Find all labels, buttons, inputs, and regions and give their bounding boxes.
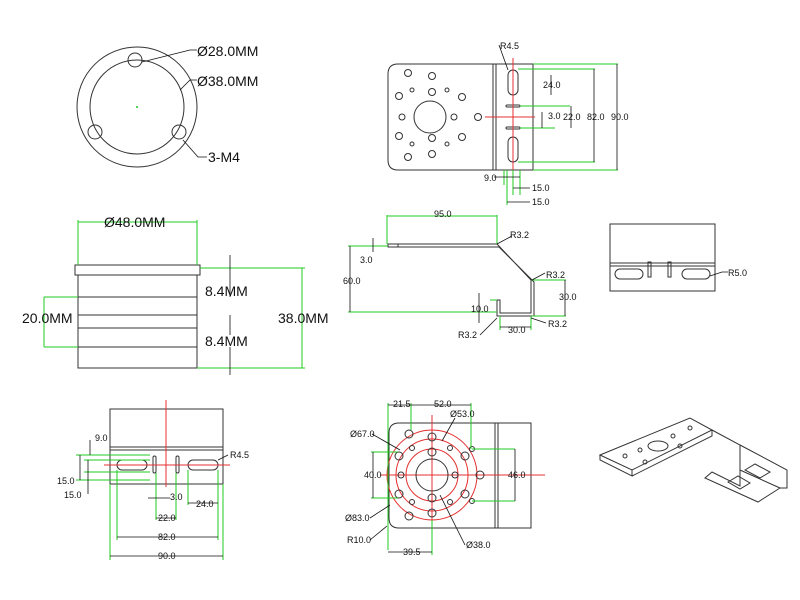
- front-edge-label: 9.0: [95, 433, 108, 443]
- bracket-plan-view: 21.5 52.0 Ø53.0 Ø67.0 40.0 46.0 Ø83.0 R1…: [345, 399, 545, 557]
- top-off2-label: 15.0: [532, 197, 550, 207]
- profile-length-label: 95.0: [434, 209, 452, 219]
- top-slot-label: 24.0: [543, 80, 561, 90]
- plan-h46-label: 46.0: [508, 470, 526, 480]
- profile-r3-label: R3.2: [458, 330, 477, 340]
- profile-tab-label: 10.0: [471, 304, 489, 314]
- top-radius-label: R4.5: [500, 41, 519, 51]
- front-off1-label: 15.0: [57, 476, 75, 486]
- end-radius-label: R5.0: [728, 268, 747, 278]
- plan-radius-label: R10.0: [347, 535, 371, 545]
- plan-d1-label: 21.5: [393, 399, 411, 409]
- front-outer-label: 90.0: [158, 551, 176, 561]
- profile-r2-label: R3.2: [546, 270, 565, 280]
- top-outer-label: 90.0: [611, 112, 629, 122]
- bracket-front-view: 9.0 15.0 15.0 R4.5 3.0 24.0 22.0 82.0 90…: [57, 400, 249, 561]
- profile-drop-label: 30.0: [559, 292, 577, 302]
- plan-h40-label: 40.0: [364, 470, 382, 480]
- front-inner-label: 82.0: [158, 532, 176, 542]
- profile-r1-label: R3.2: [510, 230, 529, 240]
- flange-top-view: Ø28.0MM Ø38.0MM 3-M4: [76, 43, 258, 168]
- profile-r4-label: R3.2: [548, 319, 567, 329]
- front-radius-label: R4.5: [230, 450, 249, 460]
- bracket-profile-view: 95.0 R3.2 3.0 60.0 R3.2 30.0 10.0 R3.2 3…: [343, 209, 577, 340]
- top-off1-label: 15.0: [532, 183, 550, 193]
- plan-d2-label: 52.0: [434, 399, 452, 409]
- plan-dia83-label: Ø83.0: [345, 513, 370, 523]
- bracket-top-view: R4.5 24.0 3.0 22.0 82.0 90.0 9.0 15.0 15…: [387, 41, 629, 207]
- plan-dia53-label: Ø53.0: [450, 409, 475, 419]
- bracket-isometric-view: [598, 417, 788, 503]
- inner-dia-label: Ø28.0MM: [197, 43, 258, 59]
- plan-dia67-label: Ø67.0: [350, 429, 375, 439]
- top-edge-label: 9.0: [484, 173, 497, 183]
- rib-top-label: 8.4MM: [205, 283, 248, 299]
- height-left-label: 20.0MM: [22, 310, 73, 326]
- bracket-end-view: R5.0: [609, 223, 747, 292]
- top-gap-label: 3.0: [548, 111, 561, 121]
- profile-foot-label: 30.0: [508, 325, 526, 335]
- front-spacing-label: 22.0: [158, 513, 176, 523]
- front-gap-label: 3.0: [170, 492, 183, 502]
- plan-dia38-label: Ø38.0: [466, 540, 491, 550]
- rib-bottom-label: 8.4MM: [205, 333, 248, 349]
- total-height-label: 38.0MM: [278, 310, 329, 326]
- holes-label: 3-M4: [208, 149, 240, 165]
- outer-dia-label: Ø38.0MM: [197, 73, 258, 89]
- profile-height-label: 60.0: [343, 276, 361, 286]
- plan-d39-label: 39.5: [403, 547, 421, 557]
- top-inner-label: 82.0: [587, 112, 605, 122]
- front-off2-label: 15.0: [64, 490, 82, 500]
- profile-thick-label: 3.0: [360, 255, 373, 265]
- front-slot-label: 24.0: [196, 499, 214, 509]
- top-spacing-label: 22.0: [563, 112, 581, 122]
- flange-side-view: Ø48.0MM 20.0MM 8.4MM 38.0MM 8.4MM: [22, 214, 329, 375]
- side-dia-label: Ø48.0MM: [104, 214, 165, 230]
